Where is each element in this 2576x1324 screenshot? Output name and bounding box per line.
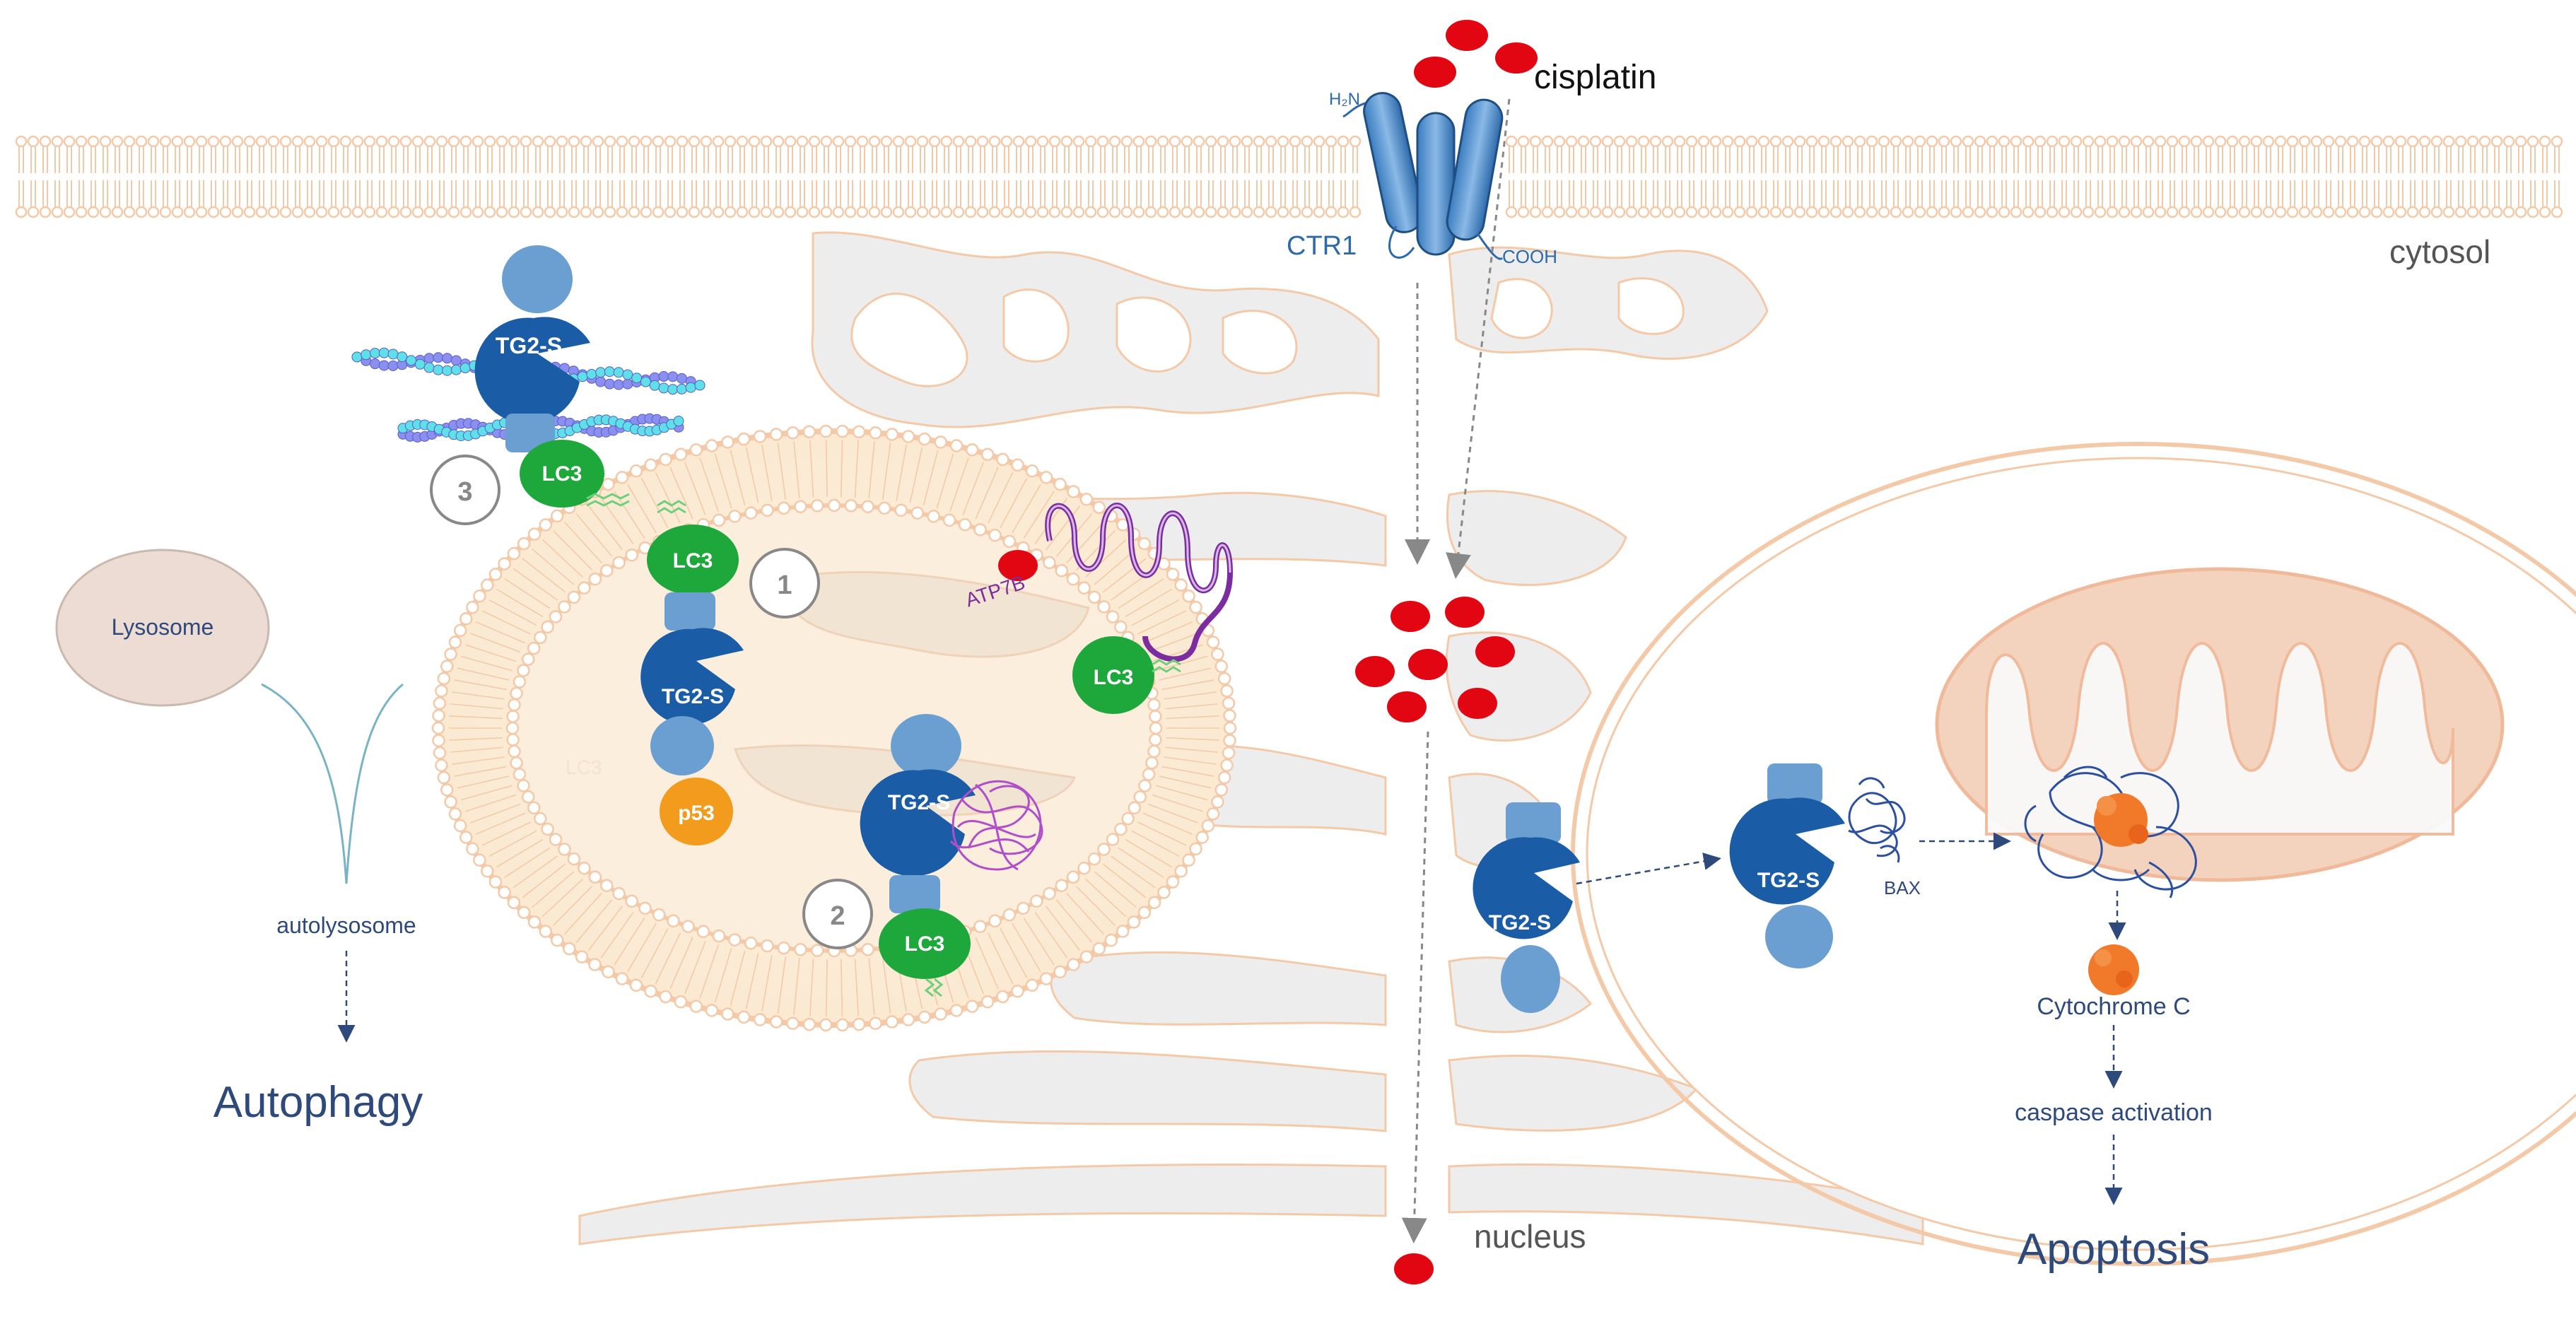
- cisplatin-label: cisplatin: [1534, 59, 1656, 96]
- tg2s-label: TG2-S: [662, 685, 724, 708]
- ctr1-label: CTR1: [1287, 231, 1357, 261]
- complex-1: LC3 TG2-S p53 1: [640, 500, 820, 845]
- h2n-label: H₂N: [1329, 90, 1360, 109]
- autophagosome-bilayer: [431, 424, 1237, 1032]
- tg2s-label: TG2-S: [888, 791, 950, 814]
- cisplatin-dot: [1408, 649, 1448, 680]
- cisplatin-dot: [1394, 1253, 1434, 1284]
- cisplatin-dot: [1387, 691, 1427, 722]
- step-3-circle: [430, 455, 500, 525]
- cisplatin-molecules: [998, 20, 1538, 1284]
- lysosome: [55, 549, 270, 707]
- tg2s-protein: [640, 628, 744, 725]
- tg2s-bax-complex: TG2-S BAX: [1729, 763, 1921, 968]
- autolysosome-label: autolysosome: [276, 913, 416, 938]
- ctr1-transporter: [1342, 92, 1504, 260]
- apoptosis-label: Apoptosis: [2018, 1225, 2210, 1274]
- complex-3: LC3 TG2-S 3: [351, 245, 706, 525]
- lysosome-label: Lysosome: [112, 614, 214, 640]
- tg2s-label: TG2-S: [1757, 869, 1820, 892]
- lc3-protein: [520, 440, 604, 508]
- lc3-label: LC3: [673, 549, 713, 573]
- step-2-label: 2: [830, 901, 845, 931]
- plasma-membrane: [15, 135, 2563, 218]
- cisplatin-dot: [1446, 20, 1488, 51]
- cisplatin-dot: [1458, 688, 1497, 719]
- lc3-protein: [879, 908, 971, 979]
- mitochondrial-pore-complex: [2024, 766, 2197, 898]
- lc3-label: LC3: [905, 932, 945, 956]
- lc3-label: LC3: [542, 462, 582, 486]
- uptake-arrow-2: [1446, 98, 1511, 579]
- autophagy-label: Autophagy: [213, 1078, 423, 1127]
- tg2s-cytosol: TG2-S: [1473, 802, 1580, 1013]
- tg2s-protein: [1729, 797, 1845, 905]
- tg2s-protein: [860, 769, 976, 877]
- fusion-curve: [261, 683, 404, 884]
- tg2s-protein: [1473, 837, 1580, 939]
- tg2s-domain: [502, 245, 573, 313]
- tg2s-label: TG2-S: [1489, 911, 1551, 935]
- tg2s-protein: [474, 317, 590, 424]
- cisplatin-dot: [1475, 636, 1515, 667]
- step-3-label: 3: [457, 477, 472, 507]
- cisplatin-dot: [1445, 597, 1485, 628]
- cisplatin-dot: [998, 550, 1038, 581]
- transport-channel: [1389, 212, 1446, 1244]
- bax-label: BAX: [1884, 877, 1921, 898]
- mitochondrion: [1935, 567, 2505, 882]
- complex-2: TG2-S LC3 2: [802, 714, 1043, 997]
- cooh-label: COOH: [1502, 246, 1557, 267]
- cisplatin-dot: [1495, 42, 1538, 74]
- lc3-protein: [1072, 636, 1154, 714]
- p53-protein: [660, 778, 733, 845]
- cytosol-label: cytosol: [2389, 233, 2490, 270]
- faint-lc3-label: LC3: [566, 756, 602, 778]
- cytochrome-c: [2088, 944, 2139, 995]
- caspase-label: caspase activation: [2015, 1099, 2213, 1126]
- cytochrome-c-label: Cytochrome C: [2037, 993, 2190, 1020]
- translocation-arrow: [1576, 853, 1721, 885]
- atp7b-transporter: LC3: [1045, 503, 1234, 714]
- cisplatin-dot: [1391, 601, 1430, 632]
- protein-aggregate: [949, 780, 1043, 871]
- bax-protein: [1848, 777, 1906, 863]
- lc3-label: LC3: [1094, 666, 1134, 689]
- tg2s-label: TG2-S: [496, 333, 562, 358]
- step-1-label: 1: [777, 570, 792, 600]
- p53-label: p53: [678, 802, 715, 825]
- nucleus-label: nucleus: [1474, 1218, 1586, 1255]
- step-1-circle: [749, 548, 820, 619]
- step-2-circle: [802, 879, 873, 949]
- lc3-protein: [647, 525, 739, 595]
- cisplatin-dot: [1355, 656, 1395, 687]
- cisplatin-dot: [1414, 57, 1456, 88]
